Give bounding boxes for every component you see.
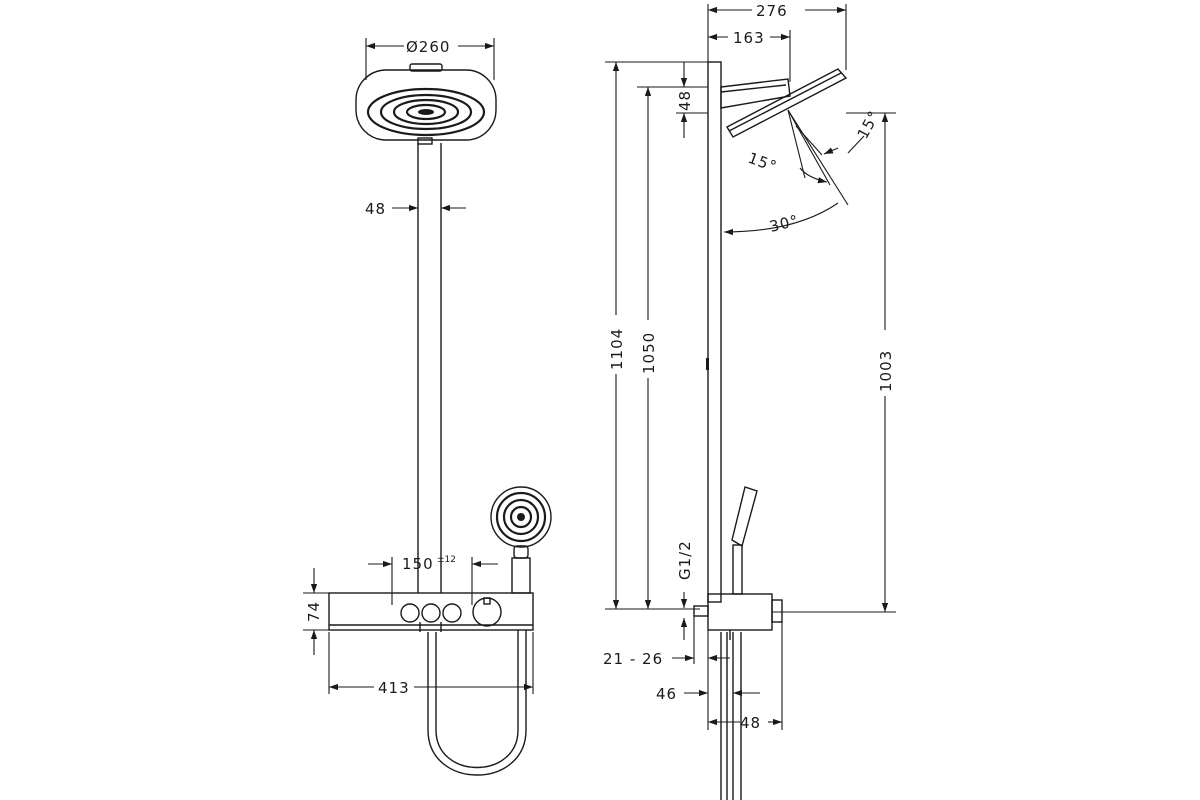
dim-arm-width: 48 bbox=[365, 200, 466, 218]
side-thermostat bbox=[693, 593, 783, 640]
side-shower-head bbox=[726, 68, 848, 138]
thread-label: G1/2 bbox=[676, 540, 694, 580]
total-height-label: 1104 bbox=[608, 328, 626, 370]
thermostat-depth-46-label: 46 bbox=[656, 685, 677, 703]
thermostat-width-label: 413 bbox=[378, 679, 410, 697]
head-thickness-label: 48 bbox=[676, 90, 694, 111]
angle-15-left-label: 15° bbox=[746, 149, 780, 176]
shower-hose bbox=[427, 630, 527, 776]
dim-head-thickness: 48 bbox=[676, 62, 708, 138]
thermostat-body bbox=[328, 592, 534, 632]
dim-outlet-height: 1003 bbox=[772, 112, 896, 613]
head-diameter-label: Ø260 bbox=[406, 38, 450, 56]
arm-width-label: 48 bbox=[365, 200, 386, 218]
thermostat-height-label: 74 bbox=[305, 601, 323, 622]
dim-angle-30: 30° bbox=[723, 202, 839, 236]
wall-distance-label: 21 - 26 bbox=[603, 650, 663, 668]
side-view: 276 163 48 1104 bbox=[603, 2, 896, 800]
overhead-shower-head bbox=[355, 63, 497, 145]
dim-head-height: 1050 bbox=[637, 86, 676, 609]
dim-arm-depth: 163 bbox=[708, 29, 791, 82]
dim-total-height: 1104 bbox=[605, 61, 708, 610]
angle-30-label: 30° bbox=[768, 211, 801, 236]
side-hose bbox=[720, 632, 742, 800]
thermostat-depth-48-label: 48 bbox=[740, 714, 761, 732]
total-depth-label: 276 bbox=[756, 2, 788, 20]
dim-handle-spacing: 150 ±12 bbox=[368, 555, 498, 605]
side-riser-bar bbox=[706, 61, 722, 603]
riser-pipe bbox=[417, 143, 442, 593]
side-hand-shower bbox=[731, 486, 758, 595]
dim-thermostat-height: 74 bbox=[303, 568, 329, 655]
dim-angle-15-left: 15° bbox=[746, 149, 828, 184]
head-height-label: 1050 bbox=[640, 332, 658, 374]
outlet-height-label: 1003 bbox=[877, 350, 895, 392]
side-angle-lines bbox=[787, 109, 849, 206]
dim-angle-15-right: 15° bbox=[823, 107, 883, 155]
dim-wall-distance: 21 - 26 bbox=[603, 616, 730, 668]
arm-depth-label: 163 bbox=[733, 29, 765, 47]
front-view: Ø260 48 150 ±12 74 413 bbox=[303, 38, 552, 776]
dim-head-diameter: Ø260 bbox=[365, 38, 495, 80]
handle-spacing-tolerance: ±12 bbox=[437, 555, 456, 565]
hand-shower bbox=[490, 486, 552, 594]
dim-thermostat-width: 413 bbox=[328, 632, 534, 697]
side-shower-arm bbox=[720, 78, 791, 109]
dim-thread: G1/2 bbox=[676, 540, 694, 640]
handle-spacing-label: 150 bbox=[402, 555, 434, 573]
dim-total-depth: 276 bbox=[707, 2, 847, 70]
dim-thermostat-depth-48: 48 bbox=[708, 622, 783, 732]
